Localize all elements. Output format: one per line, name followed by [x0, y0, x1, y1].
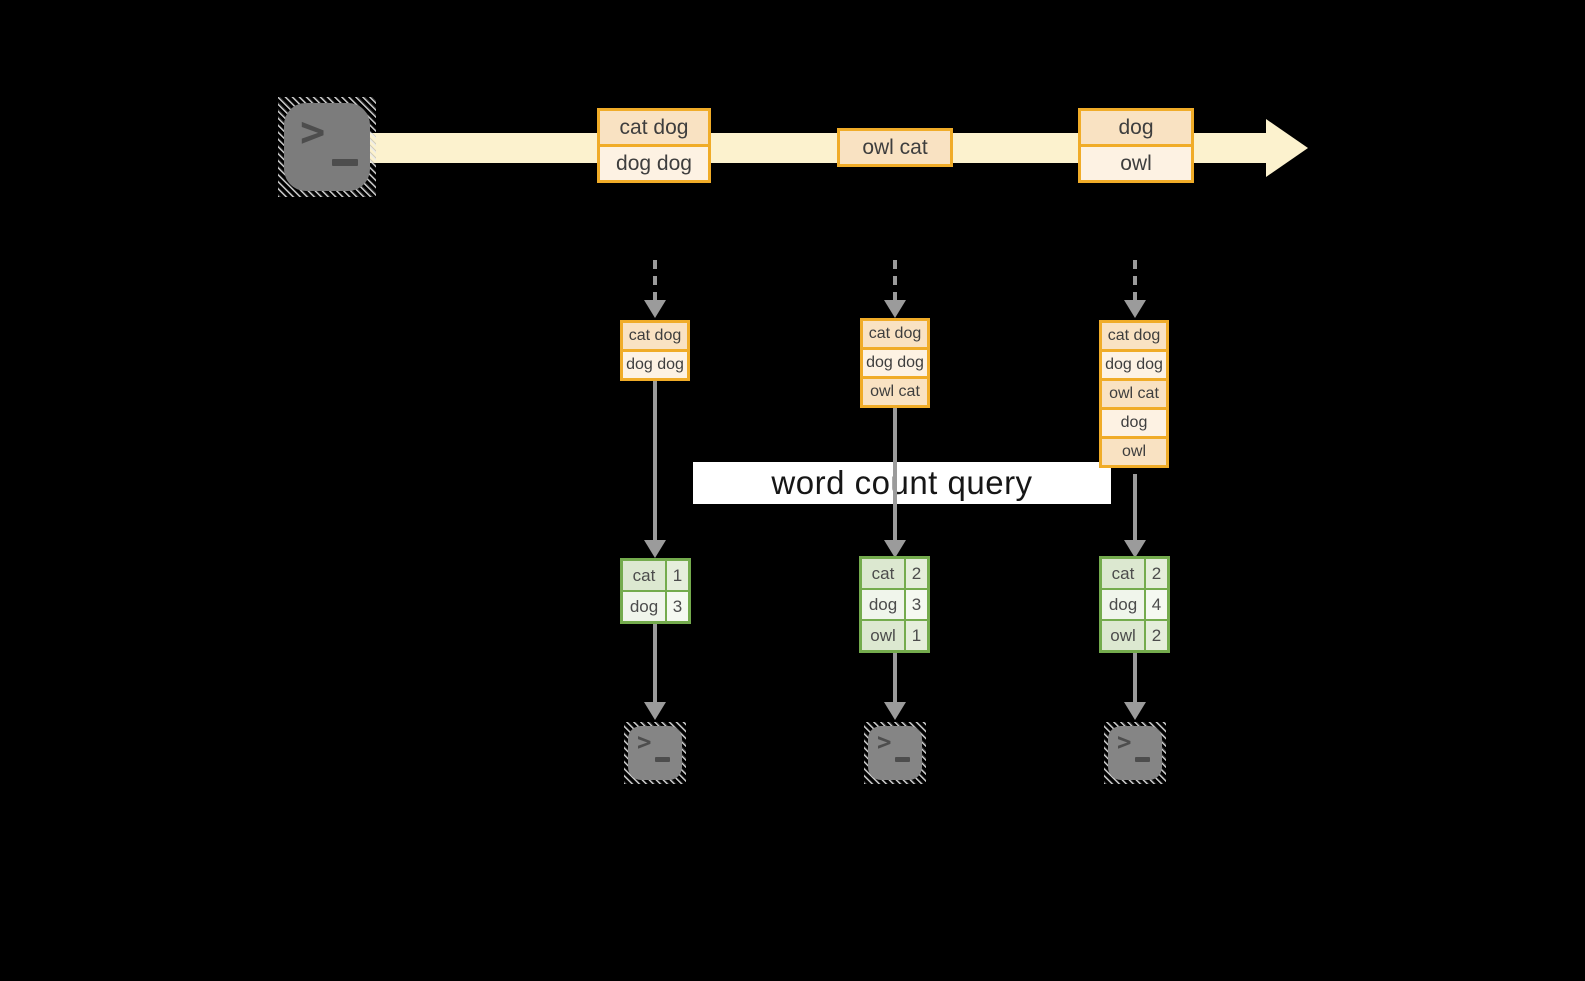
count-value-cell: 2	[1146, 559, 1167, 588]
count-table-1: cat 1 dog 3	[620, 558, 691, 624]
prompt-chevron-icon: >	[877, 728, 892, 756]
state-box-2: cat dog dog dog owl cat	[860, 318, 930, 408]
sink-arrow-1	[653, 624, 657, 702]
stream-batch-3: dog owl	[1078, 108, 1194, 183]
terminal-sink-icon-3: >	[1104, 722, 1166, 784]
query-label: word count query	[693, 462, 1111, 504]
state-row: dog	[1099, 407, 1169, 439]
count-word-cell: owl	[862, 621, 904, 650]
count-value-cell: 1	[906, 621, 927, 650]
count-value-cell: 1	[667, 561, 688, 590]
stream-event: dog	[1078, 108, 1194, 147]
arrowhead-icon	[644, 540, 666, 558]
query-arrow-2	[893, 408, 897, 540]
state-box-1: cat dog dog dog	[620, 320, 690, 381]
count-word-cell: dog	[1102, 590, 1144, 619]
dashed-arrow-2	[893, 260, 897, 302]
count-word-cell: dog	[862, 590, 904, 619]
terminal-sink-icon-1: >	[624, 722, 686, 784]
count-word-cell: cat	[623, 561, 665, 590]
stream-batch-2: owl cat	[837, 128, 953, 167]
count-value-cell: 2	[1146, 621, 1167, 650]
terminal-body: >	[628, 726, 682, 780]
arrowhead-icon	[884, 300, 906, 318]
state-row: owl cat	[860, 376, 930, 408]
query-arrow-3	[1133, 474, 1137, 540]
state-row: dog dog	[860, 347, 930, 379]
sink-arrow-2	[893, 653, 897, 702]
count-table-2: cat 2 dog 3 owl 1	[859, 556, 930, 653]
state-row: cat dog	[860, 318, 930, 350]
stream-event: dog dog	[597, 144, 711, 183]
state-row: cat dog	[1099, 320, 1169, 352]
stream-event: owl	[1078, 144, 1194, 183]
stream-event: owl cat	[837, 128, 953, 167]
arrowhead-icon	[644, 702, 666, 720]
arrowhead-icon	[884, 540, 906, 558]
prompt-chevron-icon: >	[637, 728, 652, 756]
state-row: dog dog	[620, 349, 690, 381]
count-value-cell: 2	[906, 559, 927, 588]
count-word-cell: dog	[623, 592, 665, 621]
count-value-cell: 4	[1146, 590, 1167, 619]
prompt-underscore-icon	[332, 159, 358, 166]
terminal-body: >	[1108, 726, 1162, 780]
prompt-underscore-icon	[1135, 757, 1150, 762]
arrowhead-icon	[884, 702, 906, 720]
terminal-source-icon: >	[278, 97, 376, 197]
count-word-cell: cat	[1102, 559, 1144, 588]
prompt-chevron-icon: >	[300, 107, 326, 156]
arrowhead-icon	[1124, 540, 1146, 558]
count-table-3: cat 2 dog 4 owl 2	[1099, 556, 1170, 653]
state-row: owl cat	[1099, 378, 1169, 410]
stream-arrowhead-icon	[1266, 119, 1308, 177]
sink-arrow-3	[1133, 653, 1137, 702]
count-word-cell: owl	[1102, 621, 1144, 650]
prompt-chevron-icon: >	[1117, 728, 1132, 756]
terminal-body: >	[284, 103, 370, 191]
terminal-body: >	[868, 726, 922, 780]
state-row: owl	[1099, 436, 1169, 468]
state-box-3: cat dog dog dog owl cat dog owl	[1099, 320, 1169, 468]
prompt-underscore-icon	[895, 757, 910, 762]
stream-batch-1: cat dog dog dog	[597, 108, 711, 183]
count-value-cell: 3	[906, 590, 927, 619]
dashed-arrow-3	[1133, 260, 1137, 302]
arrowhead-icon	[1124, 300, 1146, 318]
prompt-underscore-icon	[655, 757, 670, 762]
stream-event: cat dog	[597, 108, 711, 147]
state-row: cat dog	[620, 320, 690, 352]
arrowhead-icon	[1124, 702, 1146, 720]
arrowhead-icon	[644, 300, 666, 318]
query-arrow-1	[653, 381, 657, 540]
state-row: dog dog	[1099, 349, 1169, 381]
terminal-sink-icon-2: >	[864, 722, 926, 784]
count-word-cell: cat	[862, 559, 904, 588]
count-value-cell: 3	[667, 592, 688, 621]
dashed-arrow-1	[653, 260, 657, 302]
